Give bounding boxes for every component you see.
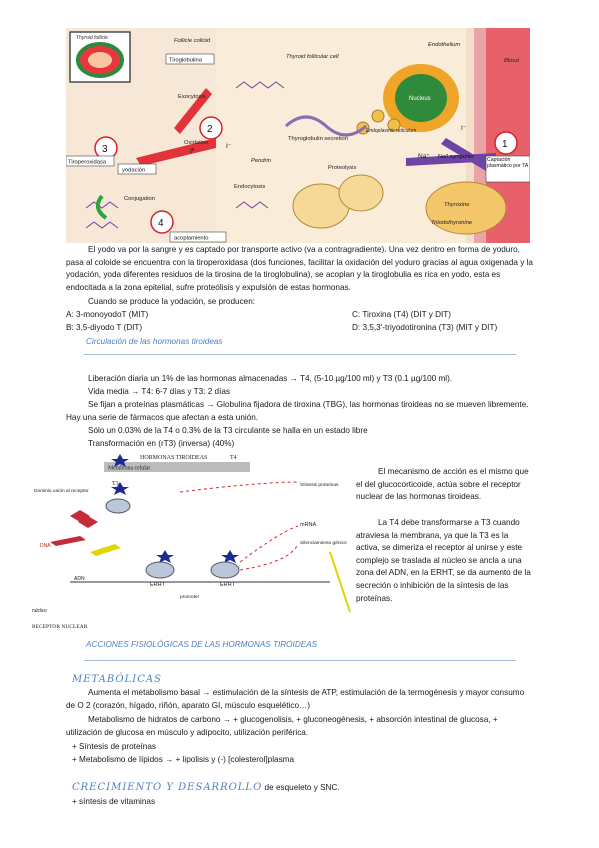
hormonas-label: HORMONAS TIROIDEAS	[140, 455, 207, 461]
sintesis-label: Síntesis proteínas	[300, 482, 339, 488]
crecimiento-line: CRECIMIENTO Y DESARROLLO de esqueleto y …	[72, 782, 340, 793]
adn-label: ADN	[74, 576, 85, 582]
aumenta-paragraph: Aumenta el metabolismo basal → estimulac…	[66, 688, 525, 710]
er-label: Endoplasmic reticulum	[366, 128, 416, 134]
crecimiento-tail: de esqueleto y SNC.	[262, 783, 340, 792]
follicular-cell-label: Thyroid follicular cell	[286, 54, 339, 60]
step-1-number: 1	[502, 139, 508, 150]
receptor-nuclear-label: RECEPTOR NUCLEAR	[32, 624, 88, 630]
silenciamiento-label: Silenciamiento génico	[300, 540, 347, 546]
step-4-number: 4	[158, 218, 164, 229]
iodine-label: I⁰	[190, 147, 195, 155]
erht-label-2: ERHT	[220, 582, 236, 588]
metabolicas-heading: METABÓLICAS	[72, 674, 162, 685]
fijan-paragraph: Se fijan a proteínas plasmáticas → Globu…	[66, 400, 529, 422]
triiodothyronine-label: Triiodothyronine	[431, 220, 473, 226]
liberacion-line: Liberación diaria un 1% de las hormonas …	[88, 374, 453, 383]
pendrin-label: Pendrin	[251, 158, 271, 164]
endothelium-label: Endothelium	[428, 42, 460, 48]
hidratos-paragraph: Metabolismo de hidratos de carbono → + g…	[66, 715, 498, 737]
dna-label: DNA	[40, 543, 51, 549]
crecimiento-heading: CRECIMIENTO Y DESARROLLO	[72, 782, 263, 793]
yodacion-label: yodación	[122, 168, 145, 174]
captacion-label: Captación plasmático por TA	[487, 157, 529, 169]
tiroperoxidasa-label: Tiroperoxidasa	[68, 160, 107, 166]
tg-secretion-label: Thyroglobulin secretion	[288, 136, 348, 142]
dominio-label: Dominio unión al receptor	[34, 488, 89, 494]
divider-1	[84, 354, 516, 355]
oxidation-label: Oxidation	[184, 140, 209, 146]
t4-label: T4	[230, 455, 237, 461]
acoplamiento-label: acoplamiento	[174, 236, 208, 242]
symporter-label: Na/I symporter	[438, 154, 474, 160]
transformacion-line: Transformación en (rT3) (inversa) (40%)	[88, 439, 235, 448]
intro-paragraph: El yodo va por la sangre y es captado po…	[66, 245, 533, 292]
iodide-cell-label: I⁻	[461, 125, 467, 132]
erht-label-1: ERHT	[150, 582, 166, 588]
nucleus-label: Nucleus	[409, 96, 431, 102]
membrana-label: Membrana celular	[108, 466, 150, 472]
acciones-heading: ACCIONES FISIOLÓGICAS DE LAS HORMONAS TI…	[86, 640, 318, 649]
vida-media-line: Vida media → T4: 6-7 días y T3: 2 días	[88, 387, 230, 396]
thyroid-synthesis-figure: Thyroid follicle Nucleus 3 2 4 1 Tiroglo…	[66, 28, 530, 243]
promoter-label: promoter	[180, 594, 200, 600]
mecanismo-paragraph-1: El mecanismo de acción es el mismo que e…	[356, 467, 529, 502]
sintesis-proteinas-line: + Síntesis de proteínas	[72, 742, 156, 751]
item-b: B: 3,5-diyodo T (DIT)	[66, 323, 143, 332]
cuando-line: Cuando se produce la yodación, se produc…	[88, 297, 256, 306]
endocytosis-label: Endocytosis	[234, 184, 265, 190]
item-d: D: 3,5,3'-triyodotironina (T3) (MIT y DI…	[352, 323, 498, 332]
lipidos-line: + Metabolismo de lípidos → + lipolisis y…	[72, 755, 295, 764]
step-2-number: 2	[207, 124, 213, 135]
step-3-number: 3	[102, 144, 108, 155]
tiroglobulina-label: Tiroglobulina	[169, 58, 203, 64]
thyroxine-label: Thyroxine	[444, 202, 470, 208]
conjugation-label: Conjugation	[124, 196, 155, 202]
thyroid-follicle-label: Thyroid follicle	[76, 35, 108, 41]
item-c: C: Tiroxina (T4) (DIT y DIT)	[352, 310, 452, 319]
exocytosis-label: Exocytosis	[178, 94, 206, 100]
nuclear-receptor-figure: Membrana celular HORMONAS TIROIDEAS T4 T…	[30, 452, 360, 634]
circulacion-heading: Circulación de las hormonas tiroideas	[86, 337, 223, 346]
iodide-colloid-label: I⁻	[226, 143, 232, 150]
mecanismo-paragraph-2: La T4 debe transformarse a T3 cuando atr…	[356, 518, 531, 603]
nucleo-label: núcleo	[32, 608, 47, 614]
follicle-colloid-label: Follicle colloid	[174, 38, 211, 44]
proteolysis-label: Proteolysis	[328, 165, 356, 171]
sodium-label: Na⁺	[418, 153, 430, 160]
mrna-label: mRNA	[300, 522, 317, 528]
solo-line: Sólo un 0.03% de la T4 o 0.3% de la T3 c…	[88, 426, 368, 435]
divider-2	[84, 660, 516, 661]
vitaminas-line: + síntesis de vitaminas	[72, 797, 156, 806]
item-a: A: 3-monoyodoT (MIT)	[66, 310, 149, 319]
t3-label: T3	[112, 481, 119, 487]
blood-label: Blood	[504, 58, 520, 64]
